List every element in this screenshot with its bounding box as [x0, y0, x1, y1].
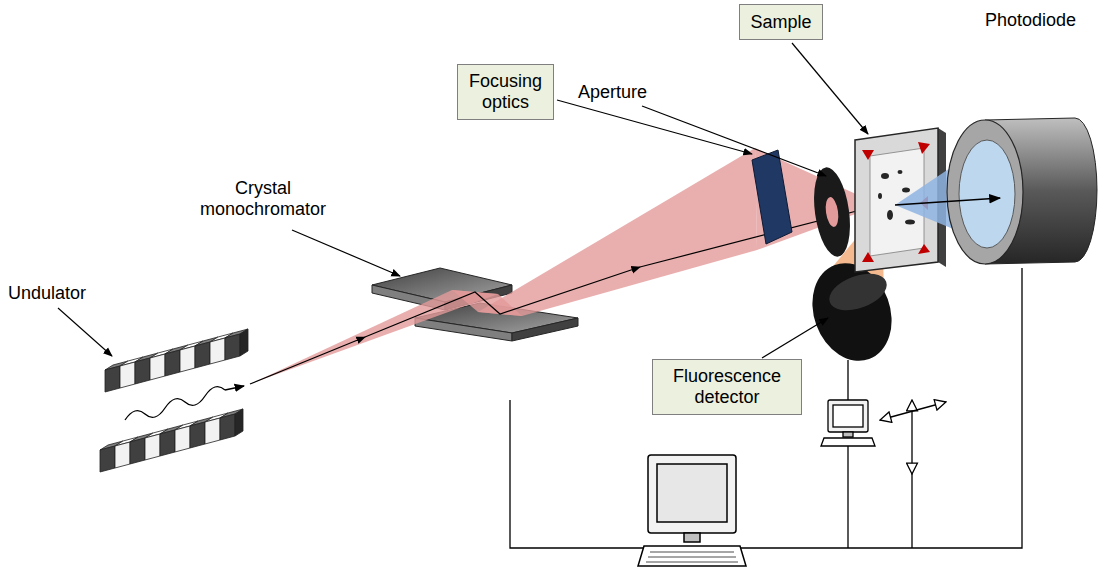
electron-arrow [225, 386, 244, 390]
box-title: Focusing optics [466, 71, 545, 112]
aperture-disc [809, 165, 855, 259]
part-label: Photodiode [985, 10, 1076, 31]
transmitted-arrow [895, 198, 1000, 205]
motion-arrows [880, 400, 946, 474]
control-wires [510, 268, 1022, 548]
detector-label-box: Fluorescence detector [652, 359, 802, 414]
leader-lines [58, 43, 868, 358]
control-computer [638, 455, 746, 566]
electron-wiggle [125, 387, 225, 420]
part-label: Aperture [578, 82, 647, 103]
focusing-lens [752, 150, 792, 244]
box-title: Sample [750, 12, 811, 33]
part-label: Undulator [8, 283, 86, 304]
part-label: Crystal monochromator [193, 178, 333, 219]
box-title: Fluorescence detector [661, 366, 793, 407]
undulator-magnets [100, 329, 248, 472]
photodiode-body [947, 118, 1097, 264]
sample-label-box: Sample [739, 4, 823, 40]
fluorescence-detector-body [799, 252, 905, 372]
small-computer [821, 400, 875, 446]
x-ray-beam [250, 148, 880, 384]
optics-label-box: Focusing optics [457, 64, 554, 119]
